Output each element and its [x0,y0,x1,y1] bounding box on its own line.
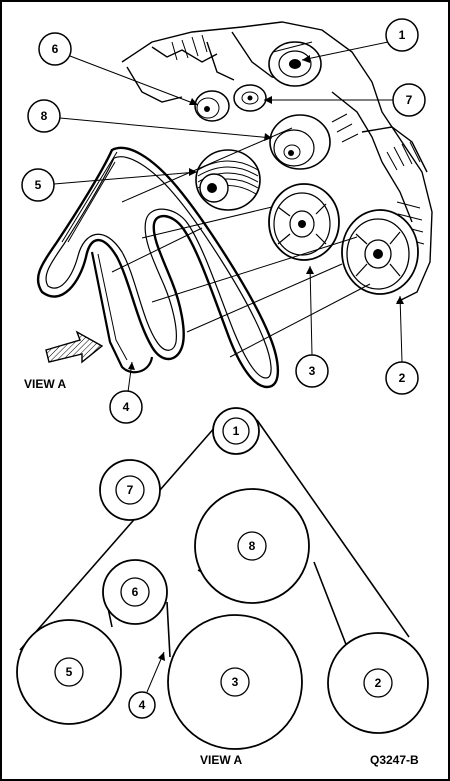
pulley-5-perspective [195,149,261,211]
engine-block-outline [121,21,433,303]
figure-id: Q3247-B [370,753,419,767]
callout-2-label: 2 [399,371,406,385]
pulley-7-label: 7 [127,483,134,497]
engine-texture [171,34,425,245]
pulley-8-label: 8 [249,539,256,553]
pulley-2-label: 2 [375,676,382,690]
callout-8-label: 8 [41,109,48,123]
pulley-2-schematic: 2 [327,632,429,734]
pulley-7-perspective [233,84,267,112]
callout-1 [385,18,419,52]
pulley-1-schematic: 1 [212,407,260,455]
pulley-1-perspective [268,41,322,87]
view-a-schematic: 1 7 8 6 5 3 2 [16,407,429,767]
projection-lines [111,127,371,358]
belt-4-perspective [36,146,280,389]
pulley-6-perspective [194,90,230,122]
view-a-caption: VIEW A [200,753,243,767]
pulley-6-schematic: 6 [102,559,168,625]
callout-2 [385,361,419,395]
callout-6 [38,32,72,66]
pulley-3-schematic: 3 [167,614,303,750]
pulley-2-perspective [341,209,419,295]
belt-4-schematic [19,419,410,658]
pulley-3-perspective [268,183,340,261]
callout-1-label: 1 [399,28,406,42]
pulley-8-perspective [269,114,331,170]
callout-4-label: 4 [123,400,130,414]
pulley-6-label: 6 [132,585,139,599]
callout-5 [21,168,55,202]
engine-perspective-illustration: VIEW A 1 6 7 8 [21,18,433,424]
pulley-7-schematic: 7 [99,459,161,521]
callout-5-label: 5 [35,178,42,192]
callout-6-label: 6 [52,42,59,56]
belt-4-label: 4 [139,698,146,712]
pulley-1-label: 1 [233,424,240,438]
callout-3 [295,354,329,388]
pulley-8-schematic: 8 [194,488,310,604]
callout-3-label: 3 [309,364,316,378]
belt-4-callout: 4 [128,651,165,719]
view-a-arrow-label: VIEW A [24,377,67,391]
callout-7-label: 7 [406,93,413,107]
pulley-5-label: 5 [66,665,73,679]
callouts-top: 1 6 7 8 5 3 [21,18,426,424]
pulley-3-label: 3 [232,675,239,689]
callout-4 [109,390,143,424]
callout-8 [27,99,61,133]
pulley-5-schematic: 5 [16,619,122,725]
callout-7 [392,83,426,117]
view-a-arrow: VIEW A [24,330,104,391]
